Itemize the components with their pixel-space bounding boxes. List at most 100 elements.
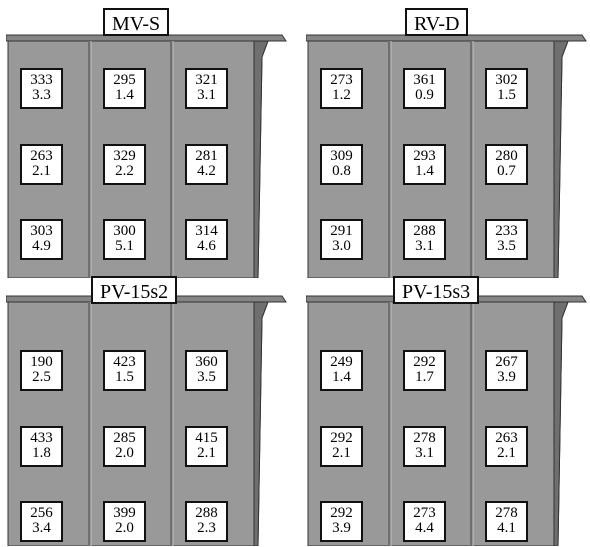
column-seam [88,41,91,278]
measurement-bottom: 3.1 [415,445,434,461]
measurement-top: 302 [495,72,518,88]
measurement-bottom: 2.1 [32,163,51,179]
measurement-bottom: 3.4 [32,520,51,536]
measurement-bottom: 1.7 [415,369,434,385]
measurement-top: 249 [330,354,353,370]
measurement-bottom: 4.1 [497,520,516,536]
measurement-bottom: 4.9 [32,238,51,254]
measurement-top: 233 [495,223,518,239]
measurement-top: 278 [495,505,518,521]
measurement-bottom: 3.3 [32,87,51,103]
column-seam [170,302,173,546]
measurement-top: 415 [195,430,218,446]
measurement-bottom: 0.9 [415,87,434,103]
measurement-top: 288 [413,223,436,239]
measurement-top: 292 [330,505,353,521]
column-seam [470,302,473,546]
column-seam [388,302,391,546]
measurement-top: 263 [495,430,518,446]
wall-side [253,40,269,278]
measurement-bottom: 2.1 [497,445,516,461]
column-seam [170,41,173,278]
measurement-bottom: 1.8 [32,445,51,461]
measurement-top: 292 [413,354,436,370]
measurement-bottom: 2.1 [332,445,351,461]
measurement-bottom: 3.1 [415,238,434,254]
measurement-top: 360 [195,354,218,370]
measurement-bottom: 1.5 [115,369,134,385]
measurement-bottom: 1.4 [115,87,134,103]
measurement-bottom: 2.0 [115,520,134,536]
measurement-top: 293 [413,148,436,164]
measurement-bottom: 4.2 [197,163,216,179]
measurement-top: 314 [195,223,218,239]
measurement-bottom: 1.5 [497,87,516,103]
measurement-top: 278 [413,430,436,446]
measurement-bottom: 3.5 [497,238,516,254]
measurement-bottom: 3.9 [332,520,351,536]
measurement-top: 300 [113,223,136,239]
measurement-top: 285 [113,430,136,446]
measurement-top: 333 [30,72,53,88]
wall-illustration [306,295,587,546]
measurement-bottom: 0.7 [497,163,516,179]
measurement-top: 273 [413,505,436,521]
measurement-bottom: 4.4 [415,520,434,536]
panel-title: MV-S [103,8,170,36]
panel-title: RV-D [405,8,469,36]
measurement-top: 303 [30,223,53,239]
wall-side [553,301,569,546]
measurement-bottom: 1.2 [332,87,351,103]
measurement-bottom: 1.4 [415,163,434,179]
measurement-top: 361 [413,72,436,88]
measurement-top: 309 [330,148,353,164]
measurement-top: 267 [495,354,518,370]
measurement-top: 273 [330,72,353,88]
column-seam [470,41,473,278]
measurement-top: 256 [30,505,53,521]
measurement-top: 291 [330,223,353,239]
measurement-top: 281 [195,148,218,164]
measurement-top: 292 [330,430,353,446]
measurement-bottom: 3.0 [332,238,351,254]
measurement-bottom: 5.1 [115,238,134,254]
measurement-bottom: 2.0 [115,445,134,461]
column-seam [88,302,91,546]
measurement-top: 321 [195,72,218,88]
column-seam [388,41,391,278]
wall-side [253,301,269,546]
measurement-bottom: 3.1 [197,87,216,103]
measurement-bottom: 2.2 [115,163,134,179]
measurement-bottom: 3.5 [197,369,216,385]
